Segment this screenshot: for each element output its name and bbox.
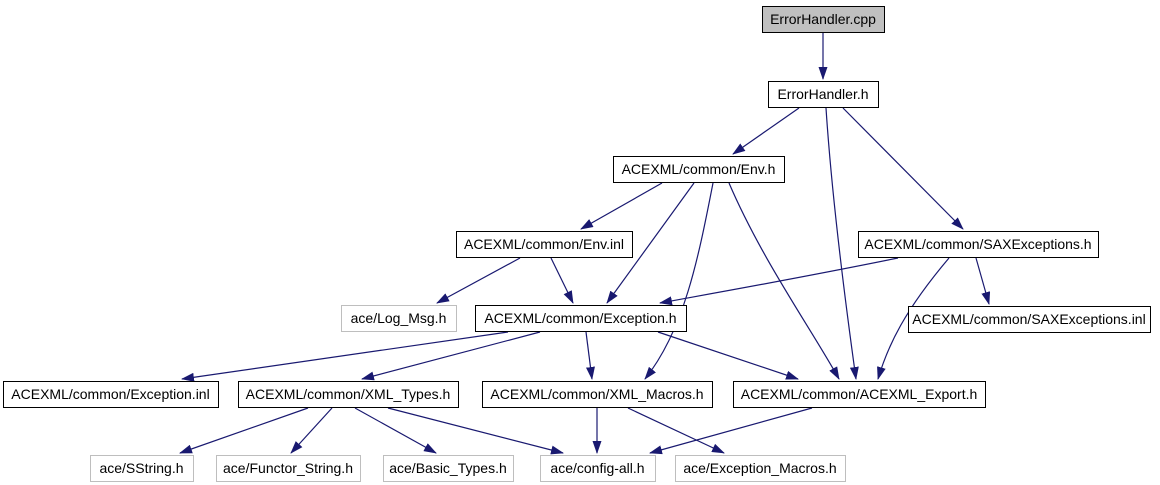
edge-saxexceptions_h-to-saxexceptions_inl <box>975 257 991 305</box>
node-label: ace/SString.h <box>99 460 183 476</box>
node-label: ACEXML/common/ACEXML_Export.h <box>741 386 978 402</box>
node-box <box>540 455 656 482</box>
edge-xml_types_h-to-functor_string_h <box>290 407 333 454</box>
node-label: ACEXML/common/SAXExceptions.h <box>864 236 1091 252</box>
nodes-layer: ErrorHandler.cppErrorHandler.hACEXML/com… <box>3 6 1151 482</box>
edge-env_inl-to-log_msg_h <box>436 257 521 304</box>
node-label: ACEXML/common/Env.inl <box>464 236 624 252</box>
graph-node-xml_types_h[interactable]: ACEXML/common/XML_Types.h <box>238 381 459 408</box>
node-label: ErrorHandler.h <box>777 86 868 102</box>
node-label: ace/Basic_Types.h <box>389 460 507 476</box>
graph-node-env_inl[interactable]: ACEXML/common/Env.inl <box>456 231 633 258</box>
edge-xml_types_h-to-sstring_h <box>179 407 309 454</box>
edge-acexml_export_h-to-config_all_h <box>649 407 813 455</box>
node-label: ace/Exception_Macros.h <box>683 460 836 476</box>
edge-saxexceptions_h-to-exception_h <box>659 257 899 306</box>
graph-node-functor_string_h: ace/Functor_String.h <box>216 455 361 482</box>
graph-node-exception_inl[interactable]: ACEXML/common/Exception.inl <box>3 381 219 408</box>
edge-exception_h-to-xml_macros_h <box>585 331 595 380</box>
node-box[interactable] <box>482 381 713 408</box>
graph-node-basic_types_h: ace/Basic_Types.h <box>383 455 514 482</box>
node-label: ACEXML/common/SAXExceptions.inl <box>912 311 1145 327</box>
node-box <box>216 455 361 482</box>
edge-env_h-to-env_inl <box>580 182 663 230</box>
edge-errorhandler_h-to-env_h <box>732 107 800 155</box>
edge-env_inl-to-exception_h <box>550 257 574 304</box>
node-box <box>341 305 457 332</box>
node-box[interactable] <box>858 231 1099 258</box>
edge-exception_h-to-exception_inl <box>181 331 509 382</box>
node-box[interactable] <box>768 81 879 108</box>
graph-node-saxexceptions_inl[interactable]: ACEXML/common/SAXExceptions.inl <box>908 306 1151 333</box>
node-label: ace/Functor_String.h <box>223 460 353 476</box>
node-box[interactable] <box>3 381 219 408</box>
graph-node-env_h[interactable]: ACEXML/common/Env.h <box>613 156 785 183</box>
edge-xml_macros_h-to-exception_macros_h <box>627 407 725 454</box>
graph-node-config_all_h: ace/config-all.h <box>540 455 656 482</box>
node-box <box>762 6 885 33</box>
node-box[interactable] <box>613 156 785 183</box>
node-box <box>90 455 194 482</box>
edge-errorhandler_h-to-acexml_export_h <box>825 107 859 380</box>
node-box[interactable] <box>733 381 986 408</box>
node-box[interactable] <box>238 381 459 408</box>
graph-node-xml_macros_h[interactable]: ACEXML/common/XML_Macros.h <box>482 381 713 408</box>
node-box[interactable] <box>475 305 687 332</box>
node-label: ACEXML/common/Env.h <box>622 161 776 177</box>
graph-node-exception_h[interactable]: ACEXML/common/Exception.h <box>475 305 687 332</box>
edge-exception_h-to-xml_types_h <box>361 331 541 381</box>
graph-node-sstring_h: ace/SString.h <box>90 455 194 482</box>
node-label: ACEXML/common/Exception.inl <box>11 386 209 402</box>
node-label: ErrorHandler.cpp <box>770 11 876 27</box>
edge-saxexceptions_h-to-acexml_export_h <box>877 257 950 380</box>
graph-node-log_msg_h: ace/Log_Msg.h <box>341 305 457 332</box>
node-box[interactable] <box>908 306 1151 333</box>
graph-node-exception_macros_h: ace/Exception_Macros.h <box>675 455 846 482</box>
node-label: ace/Log_Msg.h <box>351 310 447 326</box>
graph-node-errorhandler_h[interactable]: ErrorHandler.h <box>768 81 879 108</box>
edge-env_h-to-xml_macros_h <box>644 182 714 380</box>
edge-env_h-to-acexml_export_h <box>728 182 840 380</box>
edge-errorhandler_h-to-saxexceptions_h <box>842 107 964 230</box>
edges-layer <box>179 33 991 455</box>
node-label: ACEXML/common/XML_Types.h <box>246 386 451 402</box>
edge-xml_types_h-to-config_all_h <box>387 407 564 455</box>
node-label: ACEXML/common/XML_Macros.h <box>490 386 703 402</box>
graph-node-errorhandler_cpp: ErrorHandler.cpp <box>762 6 885 33</box>
edge-env_h-to-exception_h <box>606 182 695 304</box>
node-box <box>675 455 846 482</box>
node-label: ACEXML/common/Exception.h <box>484 310 676 326</box>
edge-exception_h-to-acexml_export_h <box>657 331 799 380</box>
node-label: ace/config-all.h <box>550 460 644 476</box>
graph-node-acexml_export_h[interactable]: ACEXML/common/ACEXML_Export.h <box>733 381 986 408</box>
node-box[interactable] <box>456 231 633 258</box>
edge-xml_types_h-to-basic_types_h <box>354 407 437 454</box>
graph-node-saxexceptions_h[interactable]: ACEXML/common/SAXExceptions.h <box>858 231 1099 258</box>
node-box <box>383 455 514 482</box>
